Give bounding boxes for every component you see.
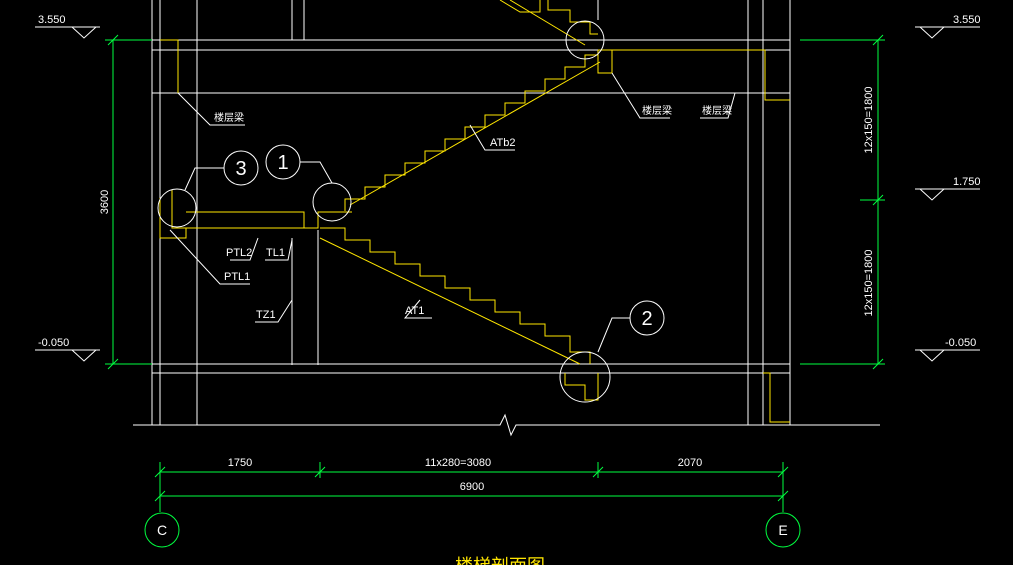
stair-flights xyxy=(159,0,790,423)
structure-lines xyxy=(133,0,880,437)
dim-right-lower: 12x150=1800 xyxy=(863,250,875,317)
elevation-left-top: 3.550 xyxy=(38,14,66,26)
dim-total: 6900 xyxy=(460,481,484,493)
elevation-right-top: 3.550 xyxy=(953,14,981,26)
callout-number-2: 2 xyxy=(641,308,652,330)
label-beam-left: 楼层梁 xyxy=(214,111,244,124)
dim-right-upper: 12x150=1800 xyxy=(863,87,875,154)
label-beam-right-1: 楼层梁 xyxy=(642,104,672,117)
elevation-markers xyxy=(35,26,980,362)
label-atb2: ATb2 xyxy=(490,137,515,149)
label-ptl2: PTL2 xyxy=(226,247,252,259)
label-ptl1: PTL1 xyxy=(224,271,250,283)
label-beam-right-2: 楼层梁 xyxy=(702,104,732,117)
axis-label-c: C xyxy=(157,522,167,538)
elevation-left-bottom: -0.050 xyxy=(38,337,69,349)
label-tz1: TZ1 xyxy=(256,309,276,321)
callout-graphics xyxy=(157,0,736,403)
callout-number-1: 1 xyxy=(277,152,288,174)
label-at1: AT1 xyxy=(405,305,424,317)
elevation-right-bottom: -0.050 xyxy=(945,337,976,349)
dim-seg-1: 1750 xyxy=(228,457,252,469)
dim-seg-2: 11x280=3080 xyxy=(425,457,491,469)
drawing-title: 楼梯剖面图 xyxy=(455,556,545,565)
callout-number-3: 3 xyxy=(235,158,246,180)
elevation-right-mid: 1.750 xyxy=(953,176,981,188)
dim-left-total: 3600 xyxy=(99,190,111,214)
dim-seg-3: 2070 xyxy=(678,457,702,469)
label-tl1: TL1 xyxy=(266,247,285,259)
axis-label-e: E xyxy=(778,522,787,538)
dimension-lines xyxy=(105,34,885,548)
